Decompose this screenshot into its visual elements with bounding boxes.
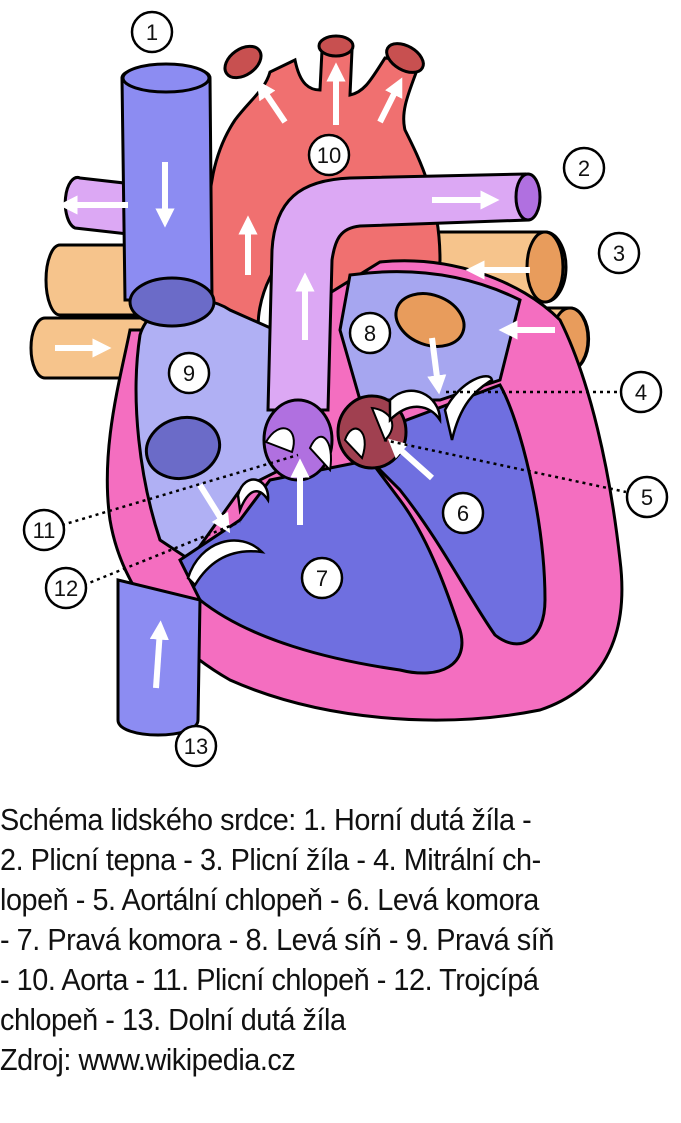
svg-text:12: 12 (54, 576, 78, 601)
svg-text:8: 8 (364, 321, 376, 346)
marker-12: 12 (44, 566, 88, 610)
marker-8: 8 (348, 311, 392, 355)
svg-text:3: 3 (613, 241, 625, 266)
svg-text:7: 7 (316, 566, 328, 591)
svg-text:6: 6 (457, 501, 469, 526)
marker-11: 11 (22, 508, 66, 552)
flow-arrows (55, 62, 555, 689)
mitral-valve (388, 375, 494, 441)
svg-text:10: 10 (317, 143, 341, 168)
caption: Schéma lidského srdce: 1. Horní dutá žíl… (0, 800, 633, 1080)
caption-line: - 10. Aorta - 11. Plicní chlopeň - 12. T… (0, 962, 539, 997)
marker-2: 2 (562, 146, 606, 190)
marker-3: 3 (597, 231, 641, 275)
pulmonary-valve (262, 398, 334, 482)
source-line: Zdroj: www.wikipedia.cz (0, 1042, 296, 1077)
marker-5: 5 (625, 475, 669, 519)
svg-text:13: 13 (184, 734, 208, 759)
svg-text:1: 1 (146, 20, 158, 45)
heart-diagram: 1 2 3 4 5 6 7 8 9 10 11 12 13 (22, 10, 669, 768)
pulmonary-artery (266, 172, 542, 412)
svg-text:4: 4 (635, 380, 647, 405)
svg-text:11: 11 (33, 518, 56, 543)
svg-text:2: 2 (578, 156, 590, 181)
tricuspid-valve (186, 478, 270, 588)
svg-text:9: 9 (183, 361, 195, 386)
marker-4: 4 (619, 370, 663, 414)
pulmonary-vein-opening (394, 292, 466, 348)
marker-1: 1 (130, 10, 174, 54)
caption-line: Schéma lidského srdce: 1. Horní dutá žíl… (0, 802, 532, 837)
caption-line: - 7. Pravá komora - 8. Levá síň - 9. Pra… (0, 922, 554, 957)
caption-line: lopeň - 5. Aortální chlopeň - 6. Levá ko… (0, 882, 539, 917)
caption-line: chlopeň - 13. Dolní dutá žíla (0, 1002, 346, 1037)
marker-10: 10 (307, 133, 351, 177)
marker-9: 9 (167, 351, 211, 395)
inferior-vena-cava-opening (144, 415, 222, 481)
marker-7: 7 (300, 556, 344, 600)
marker-13: 13 (174, 724, 218, 768)
leader-lines (61, 390, 627, 587)
svg-text:5: 5 (641, 485, 653, 510)
caption-line: 2. Plicní tepna - 3. Plicní žíla - 4. Mi… (0, 842, 541, 877)
marker-6: 6 (441, 491, 485, 535)
